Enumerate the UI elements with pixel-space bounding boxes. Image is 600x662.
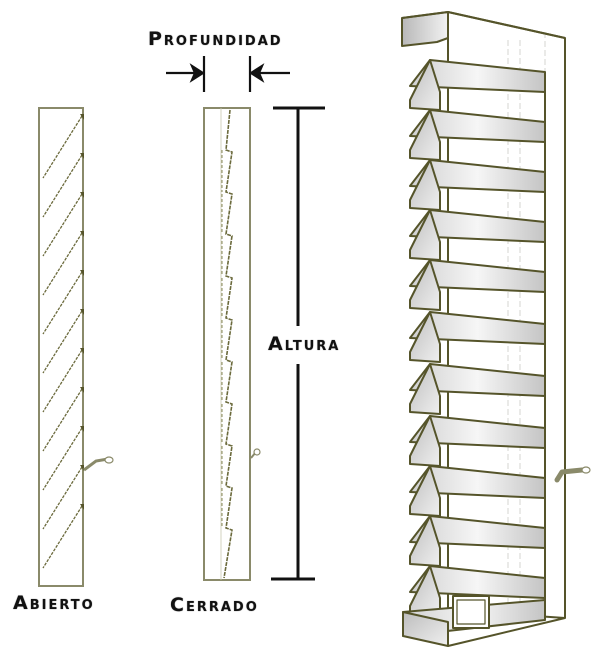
height-dimension: [271, 106, 325, 581]
height-label-text: Altura: [268, 333, 341, 355]
open-louver-view: [38, 107, 114, 587]
closed-handle-icon: [250, 448, 261, 459]
closed-label: Cerrado: [170, 594, 259, 616]
open-slat-pivots: [80, 114, 84, 510]
iso-slats: [409, 59, 546, 617]
closed-label-text: Cerrado: [170, 594, 259, 616]
open-label: Abierto: [13, 592, 95, 614]
depth-dimension: [166, 56, 290, 92]
open-label-text: Abierto: [13, 592, 95, 614]
closed-louver-view: [203, 107, 261, 581]
height-label: Altura: [268, 333, 340, 355]
depth-label-text: Profundidad: [148, 28, 283, 50]
isometric-louver-view: [401, 11, 591, 647]
iso-handle-icon: [554, 466, 591, 483]
closed-frame: [203, 107, 251, 581]
open-slats: [42, 115, 83, 569]
closed-slats: [223, 109, 233, 579]
open-handle-icon: [83, 456, 114, 472]
iso-access-hatch: [452, 595, 490, 629]
depth-label: Profundidad: [148, 28, 283, 50]
